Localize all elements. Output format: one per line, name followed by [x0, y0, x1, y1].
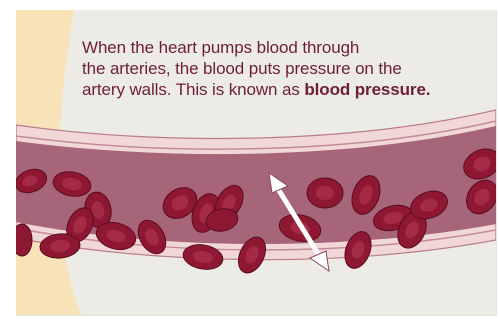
red-cell-center	[316, 186, 334, 200]
red-cell	[16, 224, 32, 256]
caption-line-3: artery walls. This is known as blood pre…	[82, 79, 492, 100]
caption-line-2: the arteries, the blood puts pressure on…	[82, 58, 492, 79]
caption-text: When the heart pumps blood through the a…	[82, 37, 492, 100]
caption-line-3-text: artery walls. This is known as	[82, 80, 304, 99]
caption-line-1: When the heart pumps blood through	[82, 37, 492, 58]
illustration-frame: When the heart pumps blood through the a…	[16, 10, 497, 316]
caption-emphasis: blood pressure.	[304, 80, 430, 99]
